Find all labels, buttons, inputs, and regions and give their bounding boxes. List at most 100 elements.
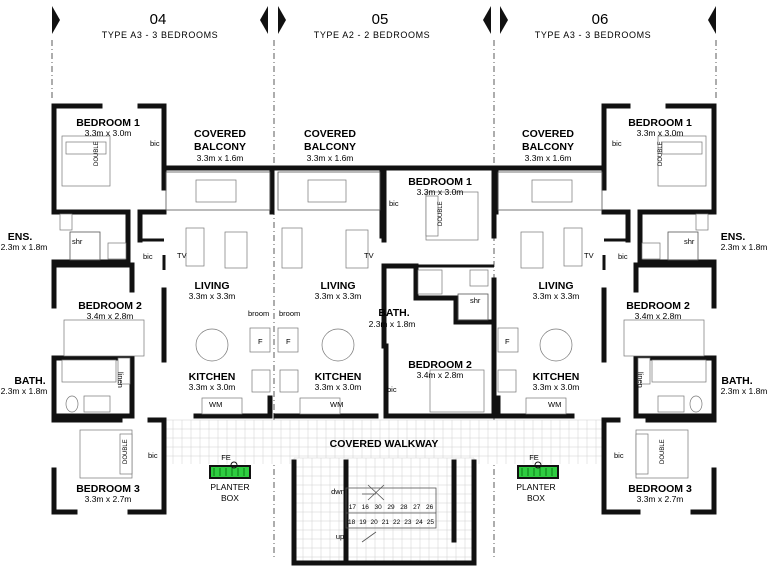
unit-04 bbox=[51, 103, 275, 515]
room-dimension: 3.3m x 1.6m bbox=[197, 153, 244, 163]
planter-label: PLANTER bbox=[210, 482, 249, 492]
room-name: BATH. bbox=[378, 307, 409, 319]
room-dimension: 3.3m x 2.7m bbox=[85, 494, 132, 504]
bed-label: DOUBLE bbox=[123, 439, 129, 464]
room-dimension: 3.3m x 3.0m bbox=[315, 382, 362, 392]
stair-step-number: 18 bbox=[348, 519, 356, 526]
fixture-label: F bbox=[505, 337, 510, 346]
room-name: BEDROOM 3 bbox=[76, 483, 140, 495]
fixture-label: shr bbox=[72, 237, 83, 246]
room-name: BEDROOM 2 bbox=[408, 359, 472, 371]
stair-step-number: 30 bbox=[375, 504, 383, 511]
room-name: COVERED bbox=[522, 128, 574, 140]
room-name: BEDROOM 1 bbox=[408, 176, 472, 188]
room-name: BEDROOM 2 bbox=[626, 300, 690, 312]
unit-type: TYPE A3 - 3 BEDROOMS bbox=[535, 30, 652, 40]
fe-label: FE bbox=[529, 453, 539, 462]
fixture-label: bic bbox=[150, 139, 160, 148]
bed-label: DOUBLE bbox=[438, 201, 444, 226]
room-name: BEDROOM 1 bbox=[628, 117, 692, 129]
room-dimension: 3.3m x 2.7m bbox=[637, 494, 684, 504]
fixture-label: linen bbox=[636, 372, 645, 388]
planter-box-left bbox=[209, 461, 251, 479]
stair-step-number: 16 bbox=[362, 504, 370, 511]
room-name: LIVING bbox=[320, 280, 355, 292]
unit-number: 04 bbox=[150, 11, 167, 28]
room-name: BATH. bbox=[14, 375, 45, 387]
unit-header-06: 06 TYPE A3 - 3 BEDROOMS bbox=[483, 6, 716, 40]
fixture-label: linen bbox=[116, 372, 125, 388]
stair-step-number: 25 bbox=[427, 519, 435, 526]
room-name: BALCONY bbox=[304, 141, 356, 153]
room-dimension: 3.3m x 3.0m bbox=[85, 128, 132, 138]
stair-down-label: dwn bbox=[331, 487, 345, 496]
bed-label: DOUBLE bbox=[658, 141, 664, 166]
bed-label: DOUBLE bbox=[660, 439, 666, 464]
room-dimension: 2.3m x 1.8m bbox=[721, 386, 768, 396]
room-dimension: 3.4m x 2.8m bbox=[87, 311, 134, 321]
room-name: ENS. bbox=[8, 231, 33, 243]
room-dimension: 3.3m x 3.3m bbox=[189, 291, 236, 301]
room-dimension: 3.4m x 2.8m bbox=[635, 311, 682, 321]
fixture-label: TV bbox=[584, 251, 594, 260]
room-name: KITCHEN bbox=[533, 371, 580, 383]
fixture-label: F bbox=[286, 337, 291, 346]
unit-type: TYPE A2 - 2 BEDROOMS bbox=[314, 30, 431, 40]
stair-step-number: 28 bbox=[400, 504, 408, 511]
fixture-label: F bbox=[258, 337, 263, 346]
unit-header-04: 04 TYPE A3 - 3 BEDROOMS bbox=[52, 6, 218, 40]
stair-up-label: up bbox=[336, 532, 344, 541]
stairwell bbox=[291, 459, 477, 566]
room-name: BEDROOM 1 bbox=[76, 117, 140, 129]
planter-label: PLANTER bbox=[516, 482, 555, 492]
room-dimension: 3.3m x 3.3m bbox=[533, 291, 580, 301]
room-name: KITCHEN bbox=[189, 371, 236, 383]
fixture-label: bic bbox=[612, 139, 622, 148]
walkway-paving bbox=[163, 419, 604, 563]
unit-number: 06 bbox=[592, 11, 609, 28]
room-name: LIVING bbox=[194, 280, 229, 292]
section-arrow-icon bbox=[483, 6, 491, 34]
extinguisher-icon bbox=[230, 461, 238, 469]
room-dimension: 3.3m x 3.3m bbox=[315, 291, 362, 301]
walkway-label: COVERED WALKWAY bbox=[330, 438, 439, 450]
section-arrow-icon bbox=[500, 6, 508, 34]
fixture-label: bic bbox=[618, 252, 628, 261]
unit-06 bbox=[493, 103, 717, 515]
room-name: LIVING bbox=[538, 280, 573, 292]
planter-box-right bbox=[517, 461, 559, 479]
room-name: BEDROOM 3 bbox=[628, 483, 692, 495]
room-name: ENS. bbox=[721, 231, 746, 243]
room-name: COVERED bbox=[194, 128, 246, 140]
section-arrow-icon bbox=[278, 6, 286, 34]
section-arrow-icon bbox=[708, 6, 716, 34]
room-dimension: 3.3m x 3.0m bbox=[637, 128, 684, 138]
planter-label: BOX bbox=[221, 493, 239, 503]
stair-step-number: 26 bbox=[426, 504, 434, 511]
room-dimension: 3.3m x 1.6m bbox=[525, 153, 572, 163]
unit-header-05: 05 TYPE A2 - 2 BEDROOMS bbox=[260, 6, 430, 40]
fixture-label: shr bbox=[684, 237, 695, 246]
room-name: BALCONY bbox=[194, 141, 246, 153]
stair-step-number: 21 bbox=[382, 519, 390, 526]
fixture-label: broom bbox=[248, 309, 269, 318]
room-dimension: 3.3m x 1.6m bbox=[307, 153, 354, 163]
room-name: KITCHEN bbox=[315, 371, 362, 383]
room-dimension: 3.3m x 3.0m bbox=[533, 382, 580, 392]
room-dimension: 2.3m x 1.8m bbox=[369, 319, 416, 329]
room-name: COVERED bbox=[304, 128, 356, 140]
stair-step-number: 27 bbox=[413, 504, 421, 511]
room-name: BEDROOM 2 bbox=[78, 300, 142, 312]
room-dimension: 2.3m x 1.8m bbox=[721, 242, 768, 252]
fixture-label: bic bbox=[614, 451, 624, 460]
bed-label: DOUBLE bbox=[94, 141, 100, 166]
fixture-label: shr bbox=[470, 296, 481, 305]
stair-step-number: 29 bbox=[387, 504, 395, 511]
room-name: BALCONY bbox=[522, 141, 574, 153]
fixture-label: bic bbox=[387, 385, 397, 394]
extinguisher-icon bbox=[534, 461, 542, 469]
unit-05 bbox=[273, 165, 497, 419]
stair-step-number: 19 bbox=[359, 519, 367, 526]
